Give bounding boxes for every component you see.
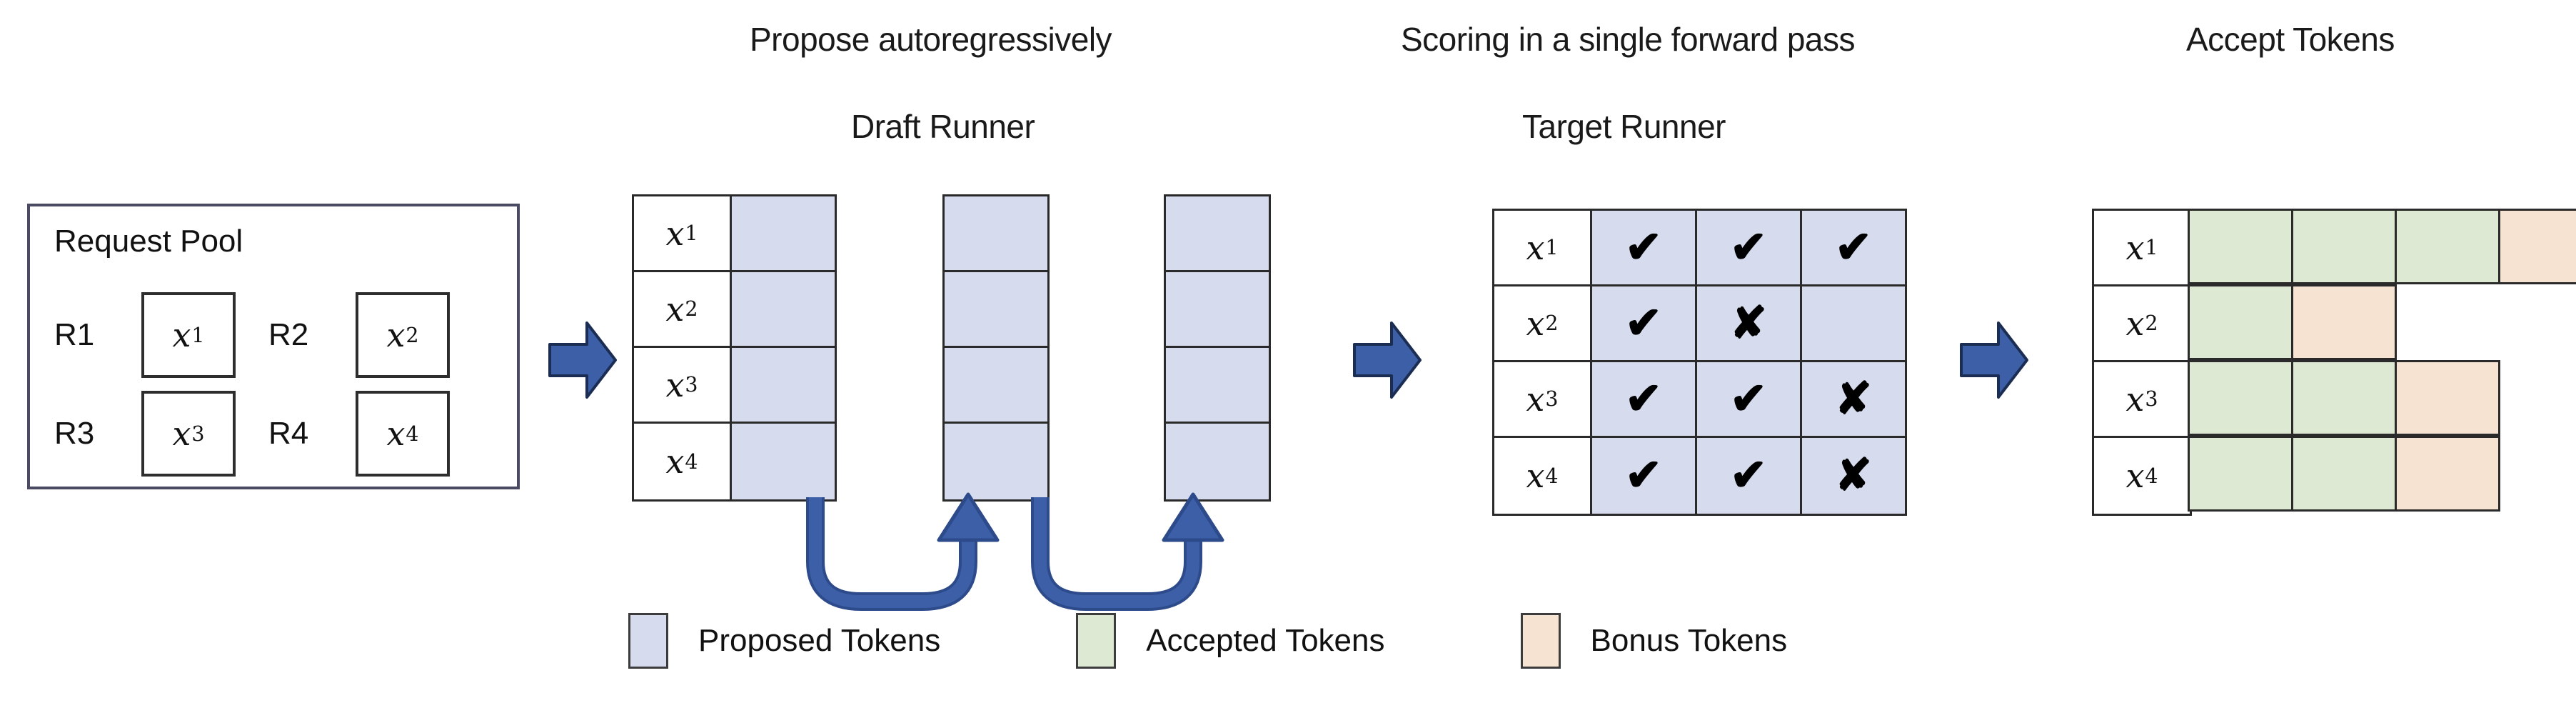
accept-cell-x2-2 [2291, 284, 2397, 360]
target-mark-c1-x1: ✔ [1592, 211, 1695, 286]
target-mark-c3-x1: ✔ [1802, 211, 1905, 286]
header-draft-runner: Draft Runner [851, 108, 1035, 145]
accept-row-x3 [2188, 360, 2500, 436]
legend-swatch-accepted [1076, 613, 1117, 669]
legend-label-accepted: Accepted Tokens [1146, 623, 1385, 658]
request-label-r3: R3 [54, 416, 95, 451]
flow-arrow-draft-to-target [1353, 320, 1422, 400]
legend-item-proposed: Proposed Tokens [628, 613, 940, 669]
header-propose-autoregressively: Propose autoregressively [750, 21, 1112, 58]
legend: Proposed Tokens Accepted Tokens Bonus To… [628, 613, 1787, 669]
legend-swatch-bonus [1520, 613, 1561, 669]
target-runner-column-1: ✔ ✔ ✔ ✔ [1590, 209, 1697, 516]
draft-cell-s3-x1 [1166, 196, 1269, 272]
draft-recurrence-arrow-2 [1025, 492, 1232, 625]
accept-row-x2 [2188, 284, 2397, 360]
target-mark-c1-x2: ✔ [1592, 286, 1695, 362]
header-accept-tokens: Accept Tokens [2186, 21, 2395, 58]
draft-cell-s2-x2 [945, 272, 1047, 348]
target-mark-c2-x3: ✔ [1697, 362, 1800, 438]
draft-runner-step-2 [942, 194, 1050, 502]
draft-cell-s2-x3 [945, 348, 1047, 424]
legend-item-bonus: Bonus Tokens [1520, 613, 1788, 669]
target-mark-c1-x4: ✔ [1592, 438, 1695, 514]
target-runner-grid: ✔ ✔ ✔ ✔ ✔ ✘ ✔ ✔ ✔ ✘ ✘ [1590, 209, 1907, 516]
legend-label-bonus: Bonus Tokens [1590, 623, 1788, 658]
accept-cell-x1-4 [2498, 209, 2576, 284]
draft-cell-s1-x4 [732, 424, 835, 499]
accept-cell-x3-2 [2291, 360, 2397, 436]
draft-runner-step-3 [1164, 194, 1271, 502]
draft-cell-s1-x2 [732, 272, 835, 348]
accept-row-x1 [2188, 209, 2576, 284]
draft-cell-s3-x3 [1166, 348, 1269, 424]
draft-cell-s1-x1 [732, 196, 835, 272]
target-mark-c3-x2 [1802, 286, 1905, 362]
target-runner-column-3: ✔ ✘ ✘ [1800, 209, 1907, 516]
accept-cell-x3-1 [2188, 360, 2293, 436]
request-label-r2: R2 [268, 317, 309, 352]
target-mark-c2-x2: ✘ [1697, 286, 1800, 362]
legend-label-proposed: Proposed Tokens [698, 623, 941, 658]
accept-cell-x1-1 [2188, 209, 2293, 284]
draft-cell-s2-x4 [945, 424, 1047, 499]
legend-item-accepted: Accepted Tokens [1076, 613, 1385, 669]
draft-cell-s2-x1 [945, 196, 1047, 272]
flow-arrow-pool-to-draft [548, 320, 617, 400]
target-mark-c1-x3: ✔ [1592, 362, 1695, 438]
legend-swatch-proposed [628, 613, 668, 669]
header-target-runner: Target Runner [1522, 108, 1726, 145]
target-runner-column-2: ✔ ✘ ✔ ✔ [1695, 209, 1802, 516]
accept-cell-x3-3 [2395, 360, 2500, 436]
request-pool-title: Request Pool [54, 224, 243, 259]
draft-cell-s3-x4 [1166, 424, 1269, 499]
accept-cell-x2-1 [2188, 284, 2293, 360]
accept-cell-x4-2 [2291, 436, 2397, 512]
target-mark-c3-x4: ✘ [1802, 438, 1905, 514]
draft-cell-s1-x3 [732, 348, 835, 424]
accept-cell-x4-3 [2395, 436, 2500, 512]
header-scoring-single-forward-pass: Scoring in a single forward pass [1401, 21, 1856, 58]
target-mark-c2-x1: ✔ [1697, 211, 1800, 286]
target-mark-c2-x4: ✔ [1697, 438, 1800, 514]
flow-arrow-target-to-accept [1960, 320, 2028, 400]
accept-cell-x4-1 [2188, 436, 2293, 512]
draft-runner-step-1 [730, 194, 837, 502]
draft-cell-s3-x2 [1166, 272, 1269, 348]
accept-cell-x1-3 [2395, 209, 2500, 284]
draft-recurrence-arrow-1 [800, 492, 1007, 625]
accept-row-x4 [2188, 436, 2500, 512]
request-label-r1: R1 [54, 317, 95, 352]
request-label-r4: R4 [268, 416, 309, 451]
target-mark-c3-x3: ✘ [1802, 362, 1905, 438]
accept-cell-x1-2 [2291, 209, 2397, 284]
